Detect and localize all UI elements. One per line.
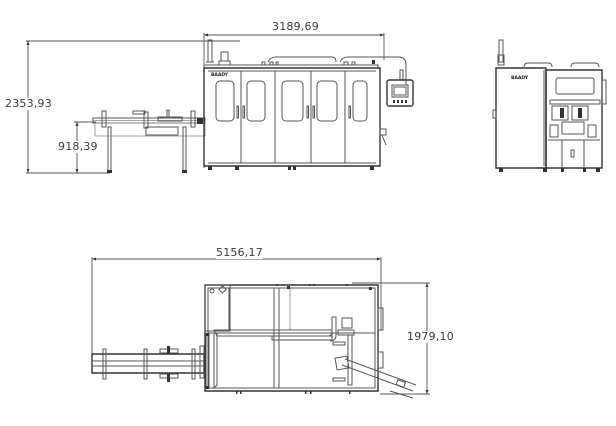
front-view: BAADY [26,33,413,173]
brand-logo: BAADY [211,72,229,78]
dim-label-depth: 1979,10 [407,330,454,343]
infeed-conveyor [93,110,205,173]
dim-label-total-length: 5156,17 [216,246,263,259]
hmi-control-panel-front [387,70,413,106]
machine-frame-plan [205,284,416,398]
dim-label-total-height: 2353,93 [5,97,52,110]
dimension-total-length [92,257,381,356]
infeed-conveyor-plan [92,334,209,388]
brand-logo-side: BAADY [511,75,529,81]
machine-cabinet-front: BAADY [204,40,406,170]
dim-label-front-width: 3189,69 [272,20,319,33]
top-view [92,257,430,398]
dim-label-conveyor-height: 918,39 [58,140,98,153]
side-view: BAADY [493,40,606,172]
dimension-front-width [204,33,384,168]
